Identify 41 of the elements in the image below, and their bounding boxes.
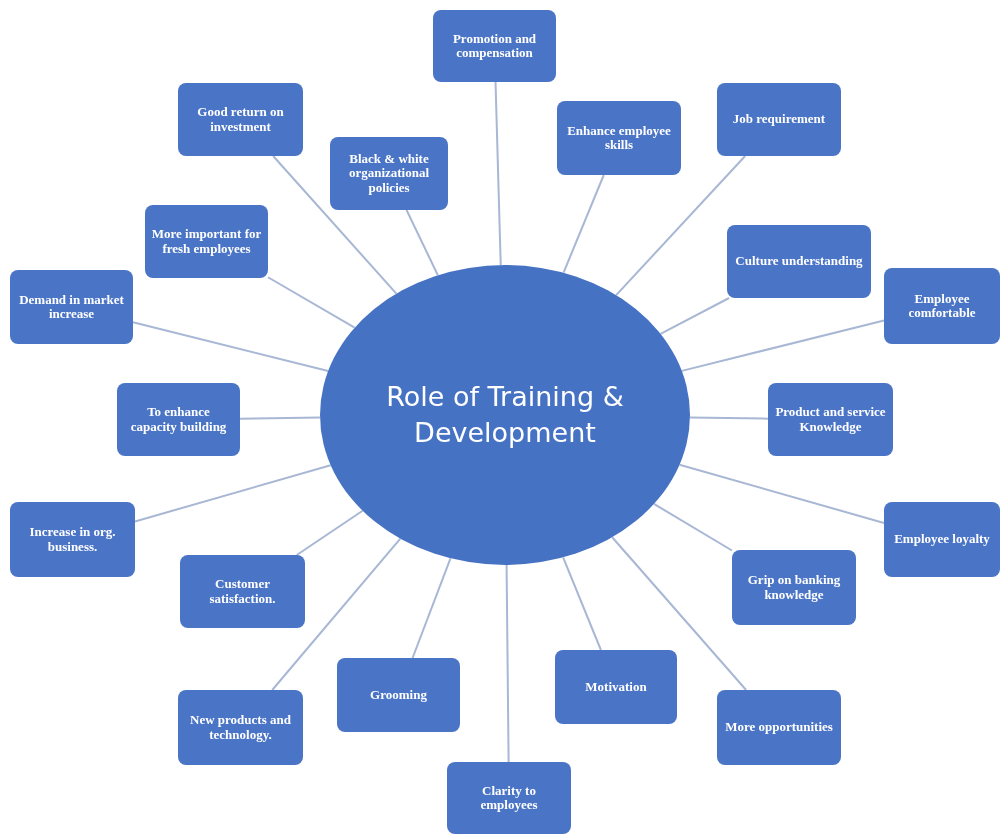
topic-box: Employee loyalty [884, 502, 1000, 577]
connector-line [272, 155, 398, 295]
topic-box: Grooming [337, 658, 460, 732]
topic-box: Good return on investment [178, 83, 303, 156]
topic-box: Employee comfortable [884, 268, 1000, 344]
topic-box: Product and service Knowledge [768, 383, 893, 456]
center-ellipse: Role of Training & Development [320, 265, 690, 565]
connector-line [653, 502, 733, 552]
connector-line [505, 564, 510, 763]
topic-box: Grip on banking knowledge [732, 550, 856, 625]
topic-box: Promotion and compensation [433, 10, 556, 82]
connector-line [688, 416, 769, 420]
connector-line [405, 209, 439, 277]
connector-line [271, 537, 402, 691]
connector-line [267, 276, 356, 329]
topic-box: To enhance capacity building [117, 383, 240, 456]
connector-line [562, 174, 605, 274]
topic-box: Motivation [555, 650, 677, 724]
topic-box: Culture understanding [727, 225, 871, 298]
topic-box: Black & white organizational policies [330, 137, 448, 210]
topic-box: Demand in market increase [10, 270, 133, 344]
connector-line [132, 321, 330, 372]
topic-box: Customer satisfaction. [180, 555, 305, 628]
connector-line [611, 536, 748, 691]
topic-box: Job requirement [717, 83, 841, 156]
connector-line [494, 81, 502, 267]
topic-box: More opportunities [717, 690, 841, 765]
topic-box: Increase in org. business. [10, 502, 135, 577]
connector-line [295, 509, 364, 556]
topic-box: Clarity to employees [447, 762, 571, 834]
connector-line [562, 556, 602, 651]
connector-line [411, 557, 452, 659]
connector-line [659, 297, 731, 335]
connector-line [680, 319, 885, 372]
topic-box: New products and technology. [178, 690, 303, 765]
topic-box: Enhance employee skills [557, 101, 681, 175]
topic-box: More important for fresh employees [145, 205, 268, 278]
connector-line [678, 463, 885, 524]
connector-line [239, 416, 322, 420]
connector-line [134, 464, 332, 523]
connector-line [615, 155, 747, 297]
